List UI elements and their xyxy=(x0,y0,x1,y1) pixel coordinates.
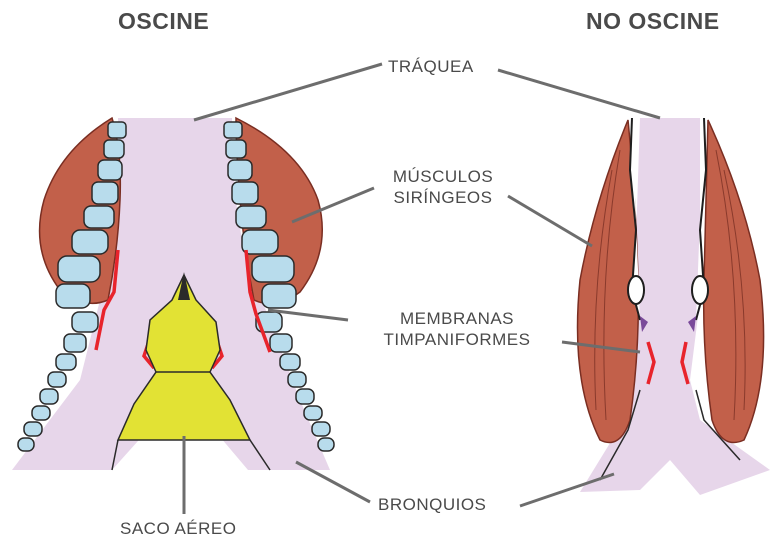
leader-trachea-left xyxy=(194,64,382,120)
leader-bronchi-left xyxy=(296,462,370,502)
label-bronchi: BRONQUIOS xyxy=(378,494,486,515)
leader-muscles-right xyxy=(508,196,592,246)
label-membranes-line1: MEMBRANAS xyxy=(354,308,560,329)
label-membranes: MEMBRANAS TIMPANIFORMES xyxy=(354,308,560,350)
label-muscles-line2: SIRÍNGEOS xyxy=(380,187,506,208)
label-muscles: MÚSCULOS SIRÍNGEOS xyxy=(380,166,506,208)
leader-trachea-right xyxy=(498,70,660,118)
label-membranes-line2: TIMPANIFORMES xyxy=(354,329,560,350)
oscine-syrinx xyxy=(12,118,334,470)
non-oscine-syrinx xyxy=(578,118,771,495)
title-non-oscine: NO OSCINE xyxy=(586,8,720,35)
label-trachea: TRÁQUEA xyxy=(388,56,474,77)
label-muscles-line1: MÚSCULOS xyxy=(380,166,506,187)
title-oscine: OSCINE xyxy=(118,8,209,35)
label-air-sac: SACO AÉREO xyxy=(120,518,236,539)
